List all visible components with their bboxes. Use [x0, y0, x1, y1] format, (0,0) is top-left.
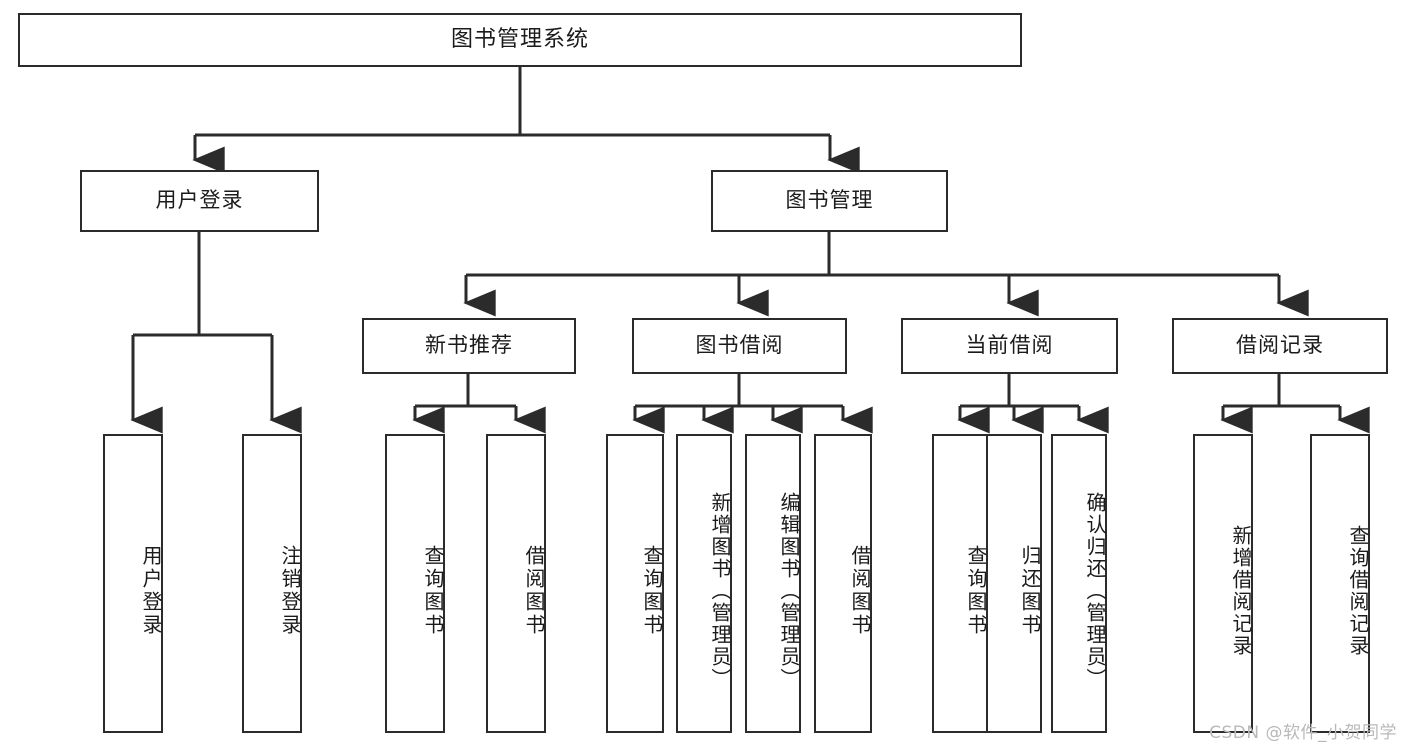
node-book-management[interactable]: 图书管理 — [711, 170, 948, 232]
node-borrow-record[interactable]: 借阅记录 — [1172, 318, 1388, 374]
leaf-record-add-record[interactable]: 新增借阅记录 — [1193, 434, 1253, 733]
leaf-current-return-book[interactable]: 归还图书 — [986, 434, 1042, 733]
node-new-book-recommend[interactable]: 新书推荐 — [362, 318, 576, 374]
node-label: 图书管理系统 — [450, 26, 589, 52]
leaf-borrow-query-book[interactable]: 查询图书 — [606, 434, 664, 733]
leaf-recommend-query-book[interactable]: 查询图书 — [385, 434, 445, 733]
node-label: 注销登录 — [278, 544, 302, 637]
node-label: 查询图书 — [640, 544, 664, 637]
leaf-user-login-logout[interactable]: 注销登录 — [242, 434, 302, 733]
leaf-borrow-edit-book-admin[interactable]: 编辑图书（管理员） — [745, 434, 801, 733]
leaf-record-query-record[interactable]: 查询借阅记录 — [1310, 434, 1370, 733]
leaf-recommend-borrow-book[interactable]: 借阅图书 — [486, 434, 546, 733]
node-label: 归还图书 — [1018, 544, 1042, 637]
node-label: 当前借阅 — [965, 333, 1054, 358]
leaf-borrow-add-book-admin[interactable]: 新增图书（管理员） — [676, 434, 732, 733]
node-label: 图书借阅 — [695, 333, 784, 358]
node-label: 借阅记录 — [1236, 333, 1324, 358]
leaf-current-query-book[interactable]: 查询图书 — [932, 434, 988, 733]
node-label: 新增图书（管理员） — [708, 491, 732, 690]
node-label: 用户登录 — [155, 188, 244, 213]
node-label: 用户登录 — [139, 544, 163, 637]
node-label: 查询借阅记录 — [1346, 524, 1370, 657]
leaf-current-confirm-return-admin[interactable]: 确认归还（管理员） — [1051, 434, 1107, 733]
node-book-borrow[interactable]: 图书借阅 — [632, 318, 847, 374]
leaf-user-login-login[interactable]: 用户登录 — [103, 434, 163, 733]
node-label: 新书推荐 — [425, 333, 513, 358]
node-label: 借阅图书 — [522, 544, 546, 637]
watermark-text: CSDN @软件_小贺同学 — [1209, 723, 1397, 743]
node-label: 查询图书 — [964, 544, 988, 637]
node-root-system[interactable]: 图书管理系统 — [18, 13, 1022, 67]
node-current-borrow[interactable]: 当前借阅 — [901, 318, 1118, 374]
node-label: 图书管理 — [785, 188, 874, 213]
node-label: 新增借阅记录 — [1229, 524, 1253, 657]
node-label: 编辑图书（管理员） — [777, 491, 801, 690]
node-label: 查询图书 — [421, 544, 445, 637]
node-user-login[interactable]: 用户登录 — [80, 170, 319, 232]
node-label: 确认归还（管理员） — [1083, 491, 1107, 690]
node-label: 借阅图书 — [848, 544, 872, 637]
leaf-borrow-borrow-book[interactable]: 借阅图书 — [814, 434, 872, 733]
